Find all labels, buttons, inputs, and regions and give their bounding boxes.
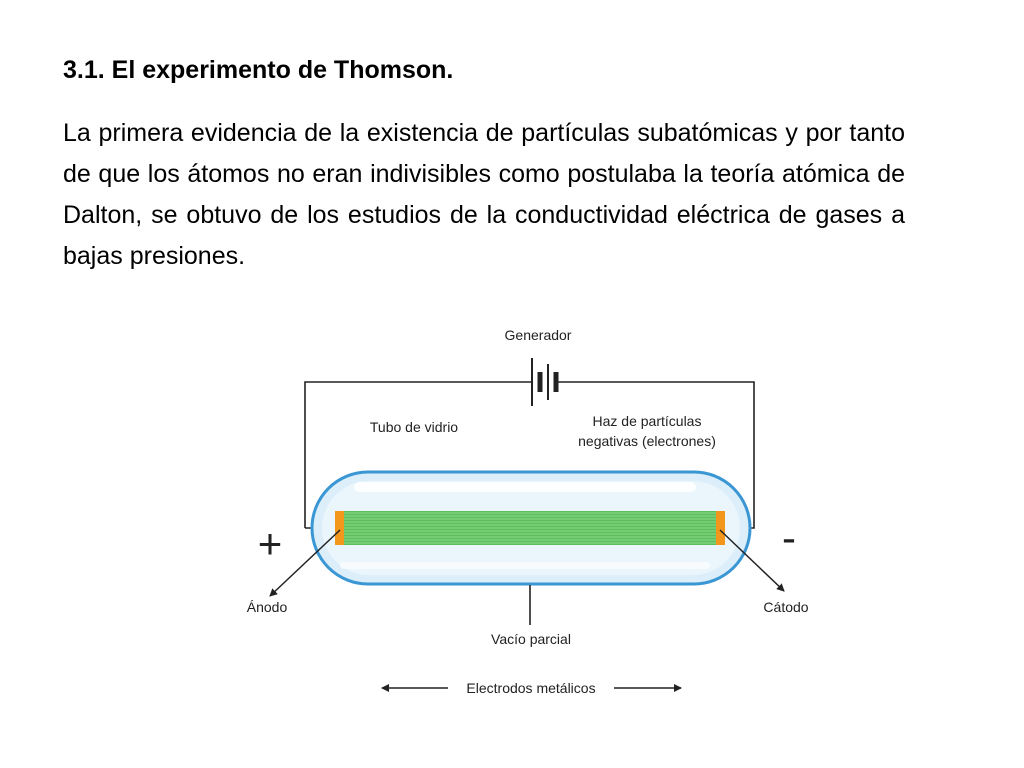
anode-electrode [335,511,344,545]
generator-label: Generador [505,327,572,343]
partial-vacuum-label: Vacío parcial [491,631,571,647]
cathode-electrode [716,511,725,545]
electron-beam [343,511,717,545]
plus-sign: + [258,520,283,567]
slide-paragraph: La primera evidencia de la existencia de… [63,119,905,270]
metal-electrodes-label: Electrodos metálicos [466,680,595,696]
anode-arrow [269,529,341,597]
minus-sign: - [782,514,796,561]
anode-label: Ánodo [247,599,288,615]
beam-label-line1: Haz de partículas [593,413,702,429]
cathode-label: Cátodo [763,599,808,615]
battery-icon [531,358,559,406]
slide-title: 3.1. El experimento de Thomson. [63,56,454,84]
beam-label-line2: negativas (electrones) [578,433,716,449]
glass-tube-label: Tubo de vidrio [370,419,458,435]
cathode-arrow [719,529,785,592]
